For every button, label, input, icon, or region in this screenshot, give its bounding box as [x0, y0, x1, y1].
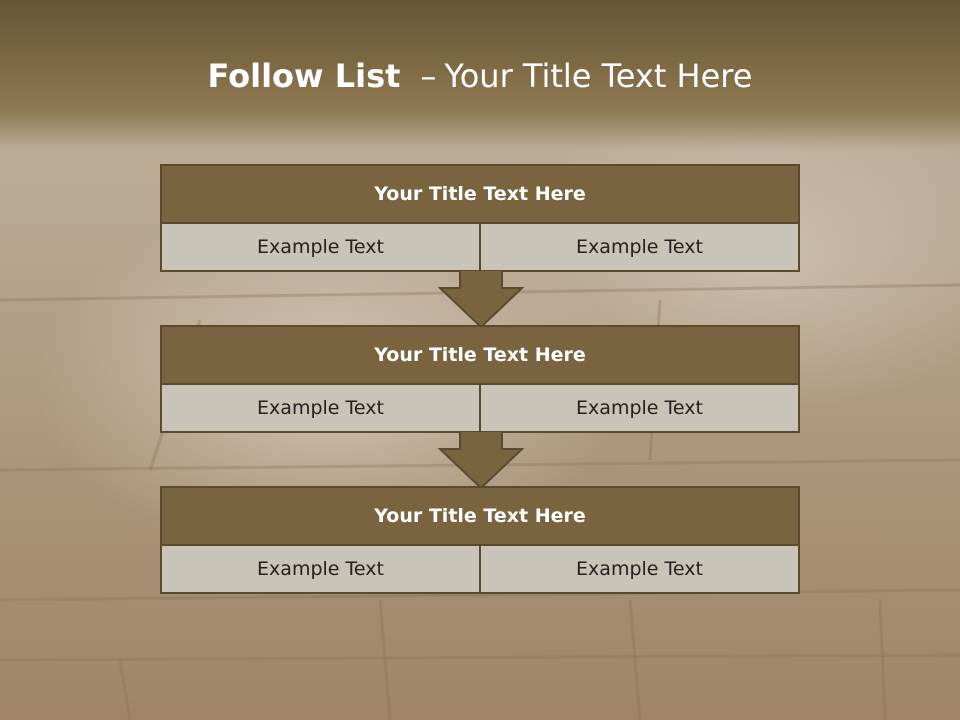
- step-cell-right: Example Text: [479, 546, 798, 592]
- step-title: Your Title Text Here: [162, 166, 798, 224]
- slide-title-rest: Your Title Text Here: [444, 57, 753, 95]
- step-box-1: Your Title Text Here Example Text Exampl…: [160, 164, 800, 272]
- down-arrow-icon: [438, 431, 524, 489]
- step-cell-left: Example Text: [257, 558, 384, 580]
- step-title: Your Title Text Here: [162, 327, 798, 385]
- step-cell-right: Example Text: [479, 224, 798, 270]
- step-box-2: Your Title Text Here Example Text Exampl…: [160, 325, 800, 433]
- step-cell-left: Example Text: [257, 397, 384, 419]
- header-band: [0, 0, 960, 150]
- step-row: Example Text Example Text: [162, 546, 798, 592]
- slide-title-separator: –: [420, 57, 437, 95]
- step-box-3: Your Title Text Here Example Text Exampl…: [160, 486, 800, 594]
- step-row: Example Text Example Text: [162, 385, 798, 431]
- down-arrow-icon: [438, 270, 524, 328]
- step-cell-left: Example Text: [257, 236, 384, 258]
- step-title: Your Title Text Here: [162, 488, 798, 546]
- slide-title-bold: Follow List: [207, 57, 401, 95]
- step-cell-right: Example Text: [479, 385, 798, 431]
- step-row: Example Text Example Text: [162, 224, 798, 270]
- slide-title: Follow List–Your Title Text Here: [0, 52, 960, 100]
